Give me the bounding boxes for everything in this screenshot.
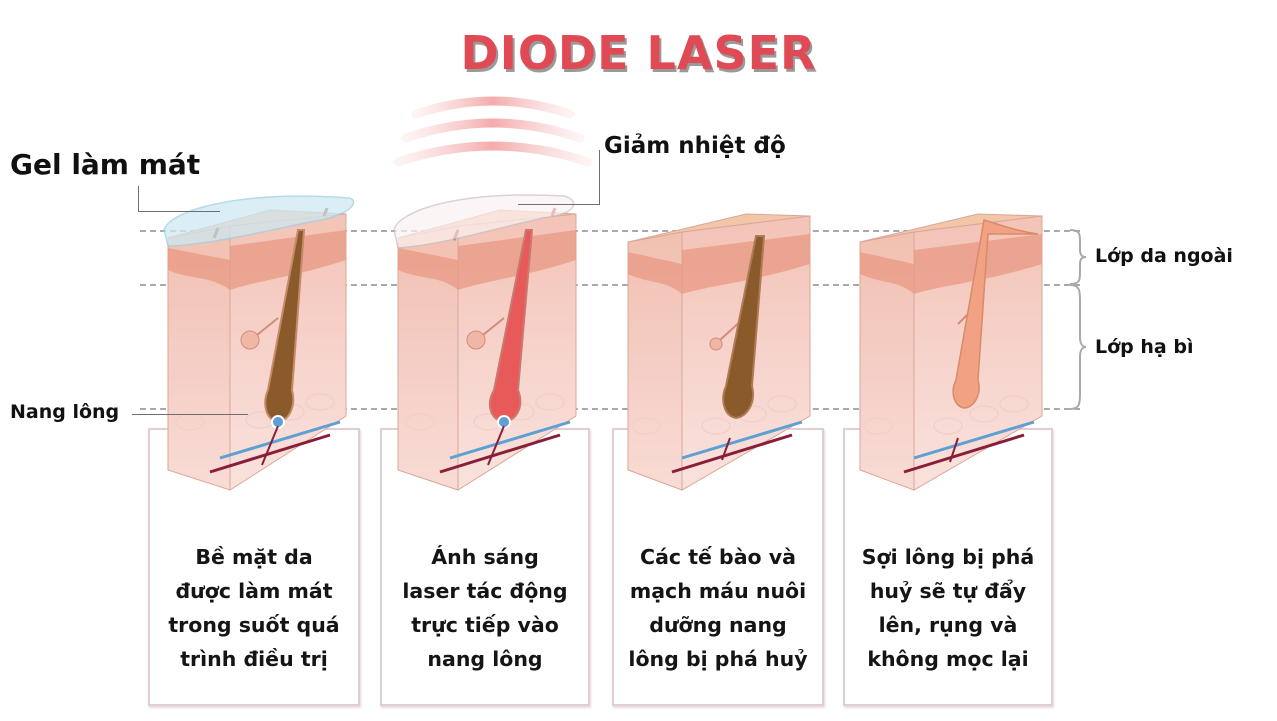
caption-line: trực tiếp vào (411, 613, 559, 637)
stage-4-caption: Sợi lông bị phá huỷ sẽ tự đẩy lên, rụng … (845, 540, 1051, 676)
caption-line: dưỡng nang (649, 613, 787, 637)
layer-line-top (140, 230, 1080, 232)
stage-2-skin-illustration (393, 194, 577, 491)
caption-line: lên, rụng và (878, 613, 1018, 637)
caption-line: Ánh sáng (431, 545, 539, 569)
caption-line: nang lông (427, 647, 543, 671)
caption-line: được làm mát (175, 579, 333, 603)
stage-2-caption: Ánh sáng laser tác động trực tiếp vào na… (382, 540, 588, 676)
epidermis-brace-icon (1069, 229, 1087, 285)
gel-label: Gel làm mát (10, 148, 201, 181)
caption-line: Bề mặt da (195, 545, 313, 569)
gel-leader-line (138, 186, 220, 212)
caption-line: trình điều trị (180, 647, 328, 671)
cooling-label: Giảm nhiệt độ (604, 133, 786, 159)
follicle-label: Nang lông (10, 401, 120, 423)
layer-line-middle (140, 284, 1080, 286)
caption-line: không mọc lại (867, 647, 1029, 671)
dermis-brace-icon (1069, 284, 1087, 410)
stage-4-caption-box: Sợi lông bị phá huỷ sẽ tự đẩy lên, rụng … (843, 428, 1053, 706)
follicle-leader-line (132, 414, 248, 415)
stage-3-caption-box: Các tế bào và mạch máu nuôi dưỡng nang l… (612, 428, 824, 706)
caption-line: Các tế bào và (640, 545, 796, 569)
diagram-title: DIODE LASER (460, 26, 817, 80)
caption-line: lông bị phá huỷ (628, 647, 808, 671)
caption-line: mạch máu nuôi (629, 579, 807, 603)
stage-1-caption: Bề mặt da được làm mát trong suốt quá tr… (150, 540, 358, 676)
caption-line: trong suốt quá (168, 613, 340, 637)
caption-line: huỷ sẽ tự đẩy (869, 579, 1027, 603)
stage-3-skin-illustration (627, 213, 811, 491)
dermis-label: Lớp hạ bì (1095, 336, 1194, 358)
stage-3-caption: Các tế bào và mạch máu nuôi dưỡng nang l… (614, 540, 822, 676)
caption-line: laser tác động (402, 579, 568, 603)
stage-4-skin-illustration (859, 213, 1043, 491)
caption-line: Sợi lông bị phá (861, 545, 1035, 569)
epidermis-label: Lớp da ngoài (1095, 245, 1233, 267)
stage-1-skin-illustration (163, 195, 355, 491)
laser-waves-icon (393, 96, 593, 167)
cooling-leader-line (518, 150, 600, 205)
layer-line-bottom (140, 408, 1080, 410)
